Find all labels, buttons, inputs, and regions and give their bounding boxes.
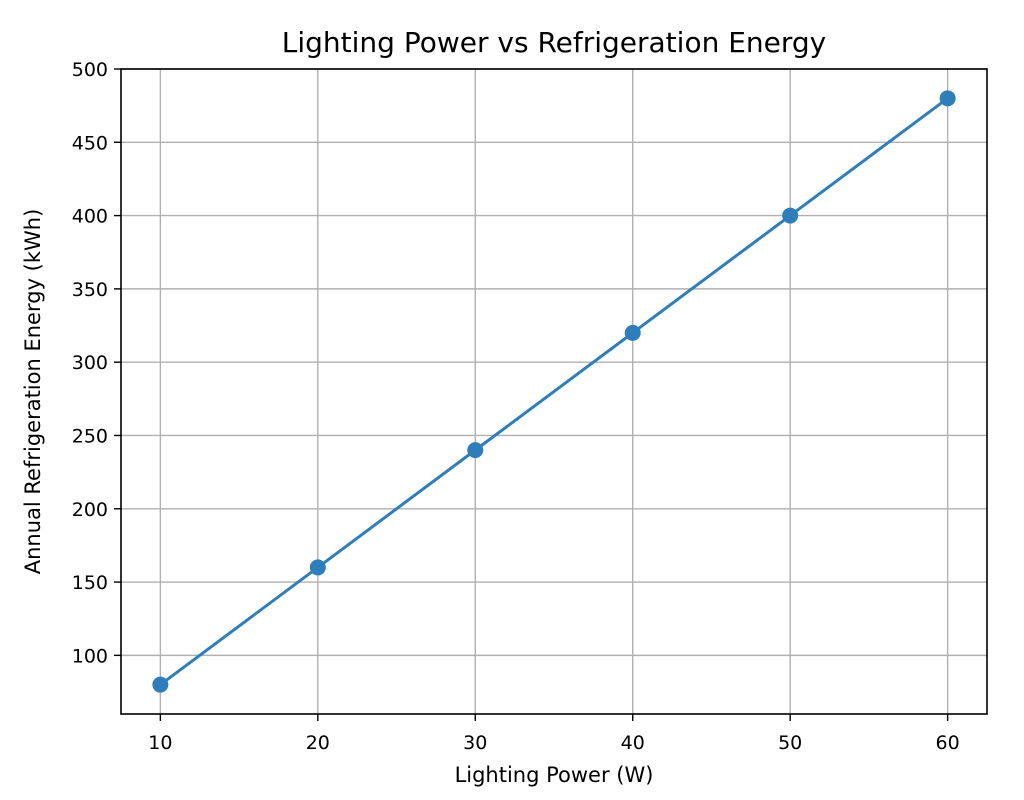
axis-ticks: 10 20 30 40 50 60 100 150 200 250 300 350 400 450 500 (72, 59, 960, 754)
data-point (624, 324, 641, 341)
y-tick-label: 400 (72, 206, 108, 228)
x-tick-label: 10 (148, 732, 172, 754)
data-point (152, 676, 169, 693)
x-tick-label: 30 (463, 732, 487, 754)
y-tick-label: 150 (72, 572, 108, 594)
y-tick-label: 100 (72, 645, 108, 667)
data-point (467, 442, 484, 459)
y-tick-label: 450 (72, 132, 108, 154)
y-tick-label: 300 (72, 352, 108, 374)
x-axis-label: Lighting Power (W) (455, 763, 654, 787)
plot-area-frame (120, 68, 988, 715)
data-point (309, 559, 326, 576)
series-line (158, 96, 950, 687)
x-tick-label: 50 (778, 732, 802, 754)
y-axis-label: Annual Refrigeration Energy (kWh) (21, 209, 45, 575)
y-tick-label: 200 (72, 499, 108, 521)
chart-title: Lighting Power vs Refrigeration Energy (282, 26, 827, 59)
x-tick-label: 20 (306, 732, 330, 754)
y-tick-label: 250 (72, 425, 108, 447)
x-tick-label: 60 (936, 732, 960, 754)
y-tick-label: 350 (72, 279, 108, 301)
y-tick-label: 500 (72, 59, 108, 81)
x-tick-label: 40 (621, 732, 645, 754)
series-layer (152, 90, 956, 693)
grid (121, 68, 987, 714)
data-point (939, 90, 956, 107)
data-point (782, 207, 799, 224)
